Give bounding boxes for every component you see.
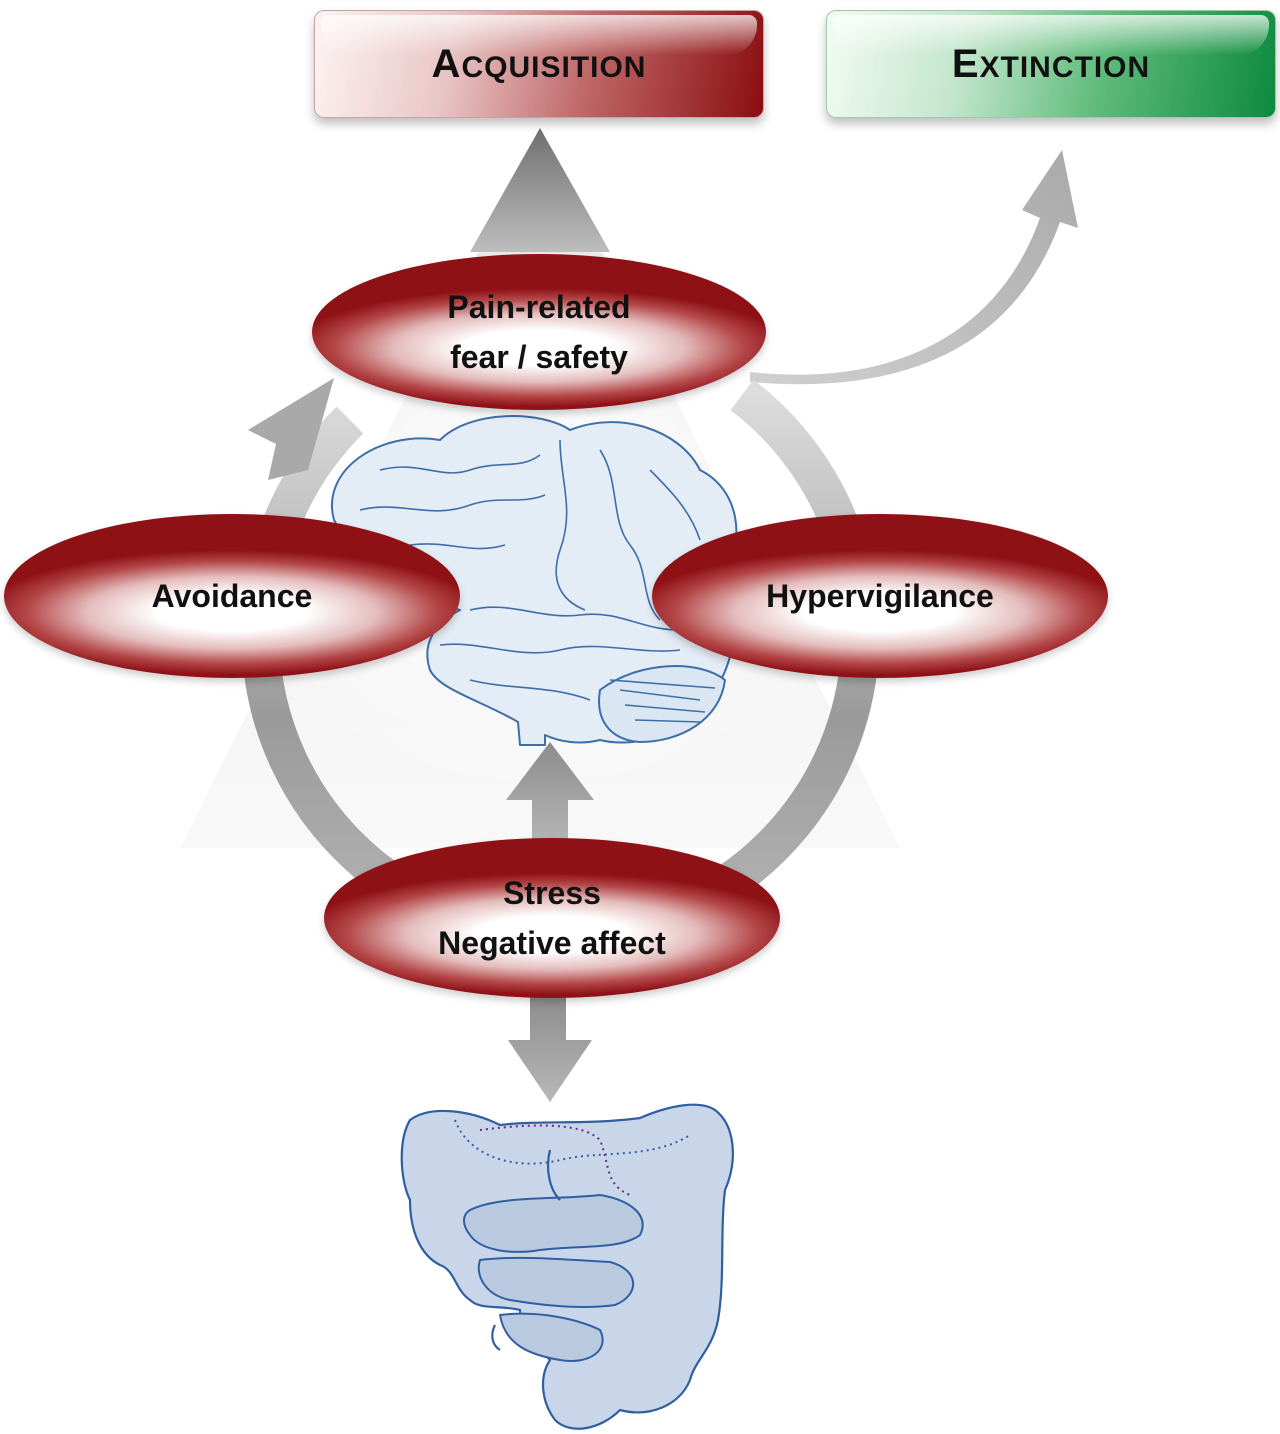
- arrow-stress-to-gut: [508, 996, 592, 1102]
- avoidance-node: Avoidance: [4, 514, 460, 678]
- stress-node: Stress Negative affect: [324, 838, 780, 998]
- cycle-arrowhead: [248, 378, 334, 480]
- acquisition-box: ACQUISITION: [314, 10, 764, 118]
- arrow-stress-to-brain: [506, 742, 594, 850]
- extinction-initial: E: [951, 41, 980, 86]
- pain-fear-node: Pain-related fear / safety: [312, 254, 766, 410]
- pain-node-line1: Pain-related: [447, 289, 631, 325]
- stress-node-line1: Stress: [503, 875, 601, 911]
- extinction-rest: XTINCTION: [979, 50, 1151, 84]
- acquisition-initial: A: [431, 41, 462, 86]
- stress-node-line2: Negative affect: [438, 925, 666, 961]
- intestine-icon: [400, 1103, 734, 1430]
- brain-icon: [331, 415, 738, 746]
- acquisition-rest: CQUISITION: [461, 50, 647, 84]
- arrow-to-acquisition: [470, 128, 610, 252]
- pain-node-line2: fear / safety: [450, 339, 628, 375]
- extinction-label: EXTINCTION: [952, 42, 1150, 87]
- avoidance-node-label: Avoidance: [151, 578, 313, 614]
- arrow-to-extinction: [750, 150, 1078, 385]
- hypervigilance-node-label: Hypervigilance: [766, 578, 994, 614]
- extinction-box: EXTINCTION: [826, 10, 1276, 118]
- acquisition-label: ACQUISITION: [432, 42, 647, 87]
- hypervigilance-node: Hypervigilance: [652, 514, 1108, 678]
